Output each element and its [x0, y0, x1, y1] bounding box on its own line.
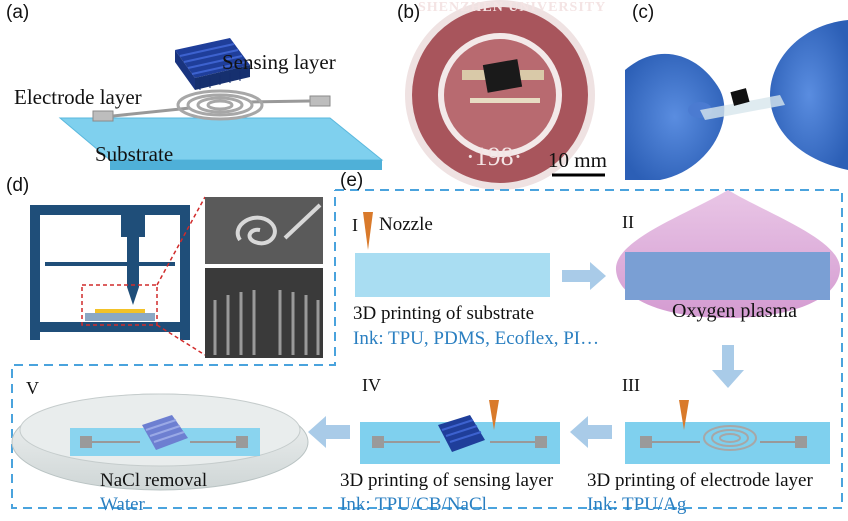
arrow-3-4	[570, 416, 612, 448]
seal-year: ·198·	[466, 142, 523, 171]
panel-label-b: (b)	[397, 2, 421, 23]
step-1-graphic	[355, 212, 550, 297]
step-4-numeral: IV	[362, 375, 381, 395]
panel-d-printer	[30, 196, 323, 358]
step-3-numeral: III	[622, 375, 640, 395]
step-1-ink: Ink: TPU, PDMS, Ecoflex, PI…	[353, 328, 600, 349]
panel-label-c: (c)	[632, 2, 655, 23]
panel-label-a: (a)	[6, 2, 30, 23]
panel-label-d: (d)	[6, 175, 30, 196]
step-5-title: NaCl removal	[100, 470, 208, 491]
seal-text: SHENZHEN UNIVERSITY	[418, 0, 607, 15]
step-2-graphic	[615, 190, 841, 318]
sensing-layer-label: Sensing layer	[222, 50, 336, 74]
step-3-graphic	[625, 400, 830, 464]
step-2-title: Oxygen plasma	[672, 300, 797, 322]
step-3-title: 3D printing of electrode layer	[587, 470, 813, 491]
panel-b-photo	[395, 0, 620, 190]
nozzle-label: Nozzle	[379, 214, 433, 235]
electrode-layer-label: Electrode layer	[14, 85, 142, 109]
step-1-numeral: I	[352, 215, 358, 235]
step-4-ink: Ink: TPU/CB/NaCl	[340, 494, 487, 515]
step-3-ink: Ink: TPU/Ag	[587, 494, 687, 515]
panel-c-photo	[625, 5, 848, 183]
substrate-label: Substrate	[95, 142, 174, 166]
panel-label-e: (e)	[340, 170, 364, 191]
step-5-numeral: V	[26, 378, 39, 398]
panel-a-illustration	[58, 38, 384, 170]
step-2-numeral: II	[622, 212, 634, 232]
scale-bar-label: 10 mm	[548, 148, 607, 172]
step-5-graphic	[11, 393, 309, 491]
step-5-ink: Water	[100, 494, 145, 515]
step-4-graphic	[360, 400, 560, 464]
step-4-title: 3D printing of sensing layer	[340, 470, 554, 491]
arrow-2-3	[712, 345, 744, 388]
arrow-1-2	[562, 262, 606, 290]
arrow-4-5	[308, 416, 350, 448]
panel-e-frame	[11, 189, 843, 509]
step-1-title: 3D printing of substrate	[353, 303, 535, 324]
